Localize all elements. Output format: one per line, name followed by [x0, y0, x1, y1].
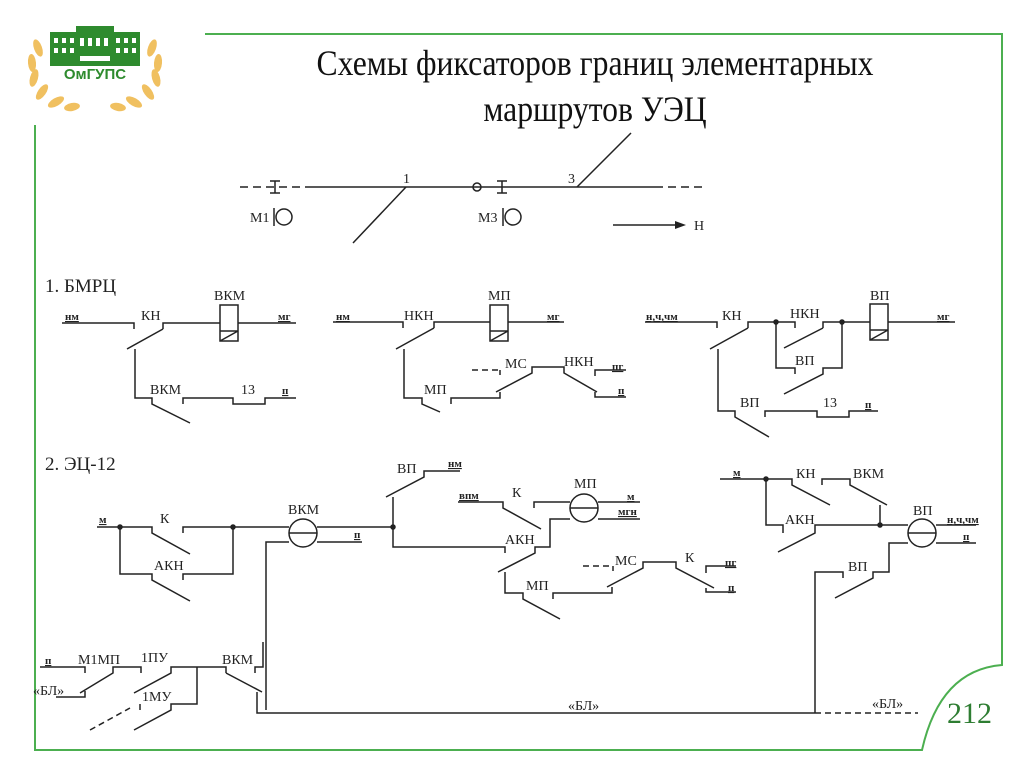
university-logo: ОмГУПС: [20, 18, 170, 118]
label: АКН: [154, 559, 184, 574]
label: ВКМ: [150, 383, 182, 398]
label: К: [512, 486, 522, 501]
switch-3-label: 3: [568, 172, 575, 187]
label: н,ч,чм: [646, 311, 678, 323]
label: 13: [823, 396, 837, 411]
label: н,ч,чм: [947, 514, 979, 526]
label: нм: [65, 311, 79, 323]
label: АКН: [785, 513, 815, 528]
label: КН: [796, 467, 815, 482]
title-line-2: маршрутов УЭЦ: [483, 89, 707, 129]
building-icon: [50, 26, 140, 66]
label: п: [282, 385, 289, 397]
page-number: 212: [947, 697, 992, 730]
label: п: [963, 531, 970, 543]
ets12-circuit-b: [385, 470, 736, 620]
track-plan: [240, 132, 705, 244]
label: впм: [459, 490, 479, 502]
label: «БЛ»: [568, 699, 599, 714]
section-2-heading: 2. ЭЦ-12: [45, 454, 116, 475]
label: пг: [612, 361, 623, 373]
label: К: [160, 512, 170, 527]
label: НКН: [404, 309, 434, 324]
label: МС: [505, 357, 527, 372]
ets12-circuit-a: [97, 518, 393, 710]
label: пг: [725, 557, 736, 569]
slide-title: Схемы фиксаторов границ элементарных мар…: [261, 40, 930, 132]
label: 1ПУ: [141, 651, 168, 666]
label: п: [45, 655, 52, 667]
label: нм: [336, 311, 350, 323]
switch-3-branch: [576, 132, 632, 188]
label: КН: [722, 309, 741, 324]
signal-m1-label: М1: [250, 211, 269, 226]
label: ВП: [848, 560, 867, 575]
insulating-joint-1: [270, 180, 280, 194]
label: ВКМ: [853, 467, 885, 482]
label: МП: [488, 289, 511, 304]
direction-label: Н: [694, 219, 704, 234]
signal-m1-icon: [275, 208, 293, 226]
switch-1-branch: [352, 186, 407, 244]
label: НКН: [790, 307, 820, 322]
label: ВП: [795, 354, 814, 369]
label: АКН: [505, 533, 535, 548]
label: М1МП: [78, 653, 120, 668]
bmrc-circuit-c: [645, 303, 955, 438]
logo-text: ОмГУПС: [63, 66, 127, 83]
label: МС: [615, 554, 637, 569]
label: мг: [278, 311, 291, 323]
label: ВКМ: [222, 653, 254, 668]
label: п: [618, 385, 625, 397]
label: ВП: [740, 396, 759, 411]
label: НКН: [564, 355, 594, 370]
label: МП: [574, 477, 597, 492]
insulating-joint-2: [497, 180, 507, 194]
title-line-1: Схемы фиксаторов границ элементарных: [316, 43, 874, 83]
label: ВП: [397, 462, 416, 477]
bmrc-circuit-b: [333, 304, 626, 413]
signal-m3-label: М3: [478, 211, 497, 226]
label: м: [627, 491, 635, 503]
label: п: [865, 399, 872, 411]
label: мгн: [618, 506, 637, 518]
label: К: [685, 551, 695, 566]
ets12-circuit-c: [720, 478, 976, 713]
label: ВП: [913, 504, 932, 519]
label: ВП: [870, 289, 889, 304]
label: «БЛ»: [33, 684, 64, 699]
section-1-heading: 1. БМРЦ: [45, 276, 116, 297]
laurel-wreath-icon: [27, 26, 163, 112]
label: 13: [241, 383, 255, 398]
label: 1МУ: [142, 690, 171, 705]
label: п: [728, 582, 735, 594]
joint-circle: [472, 182, 482, 192]
label: п: [354, 529, 361, 541]
label: МП: [424, 383, 447, 398]
label: «БЛ»: [872, 697, 903, 712]
arrow-head-icon: [675, 221, 686, 229]
slide-frame: [34, 33, 1003, 751]
signal-m3-icon: [504, 208, 522, 226]
label: ВКМ: [214, 289, 246, 304]
label: м: [99, 514, 107, 526]
label: нм: [448, 458, 462, 470]
switch-1-label: 1: [403, 172, 410, 187]
label: МП: [526, 579, 549, 594]
label: мг: [547, 311, 560, 323]
label: КН: [141, 309, 160, 324]
label: мг: [937, 311, 950, 323]
ets12-circuit-d: [40, 642, 918, 731]
bmrc-circuit-a: [62, 304, 296, 424]
label: м: [733, 467, 741, 479]
label: ВКМ: [288, 503, 320, 518]
